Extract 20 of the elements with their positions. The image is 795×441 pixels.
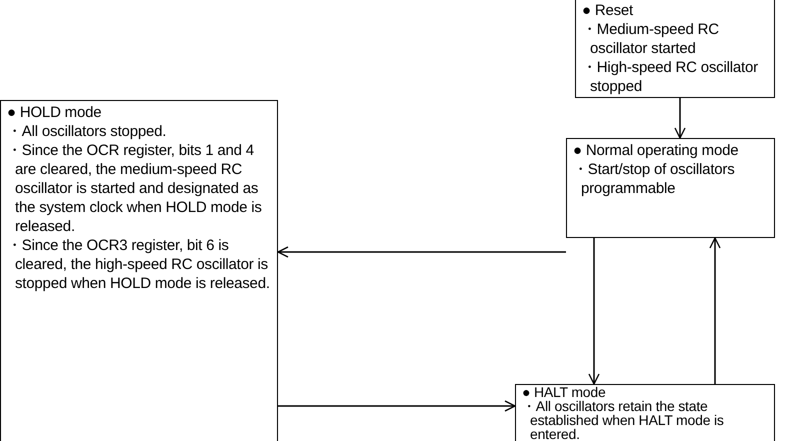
arrow — [278, 400, 516, 412]
normal-mode-box — [566, 138, 775, 238]
halt-mode-box — [515, 384, 775, 441]
hold-mode-box — [0, 100, 278, 441]
arrow — [674, 98, 686, 139]
box-heading: ● Normal operating mode — [573, 141, 740, 160]
bullet-text: ・All oscillators stopped. — [7, 122, 168, 141]
box-heading: ● HOLD mode — [7, 103, 102, 122]
arrow — [709, 237, 721, 384]
bullet-text: ・Start/stop of oscillators programmable — [573, 160, 736, 198]
arrow — [277, 246, 566, 258]
bullet-text: ・Since the OCR3 register, bit 6 is cleared, the high-speed RC oscillator is stopped when HOLD mode is released. — [7, 236, 271, 293]
reset-box — [575, 0, 775, 98]
box-heading: ● HALT mode — [522, 385, 607, 399]
bullet-text: ・High-speed RC oscillator stopped — [582, 58, 759, 96]
arrow — [588, 238, 600, 385]
bullet-text: ・Since the OCR register, bits 1 and 4 are cleared, the medium-speed RC oscillator is started and designated as the system clock when HOLD mode is released. — [7, 141, 263, 236]
bullet-text: ・All oscillators retain the state established when HALT mode is entered. — [522, 399, 725, 441]
bullet-text: ・Medium-speed RC oscillator started — [582, 20, 720, 58]
box-heading: ● Reset — [582, 1, 634, 20]
